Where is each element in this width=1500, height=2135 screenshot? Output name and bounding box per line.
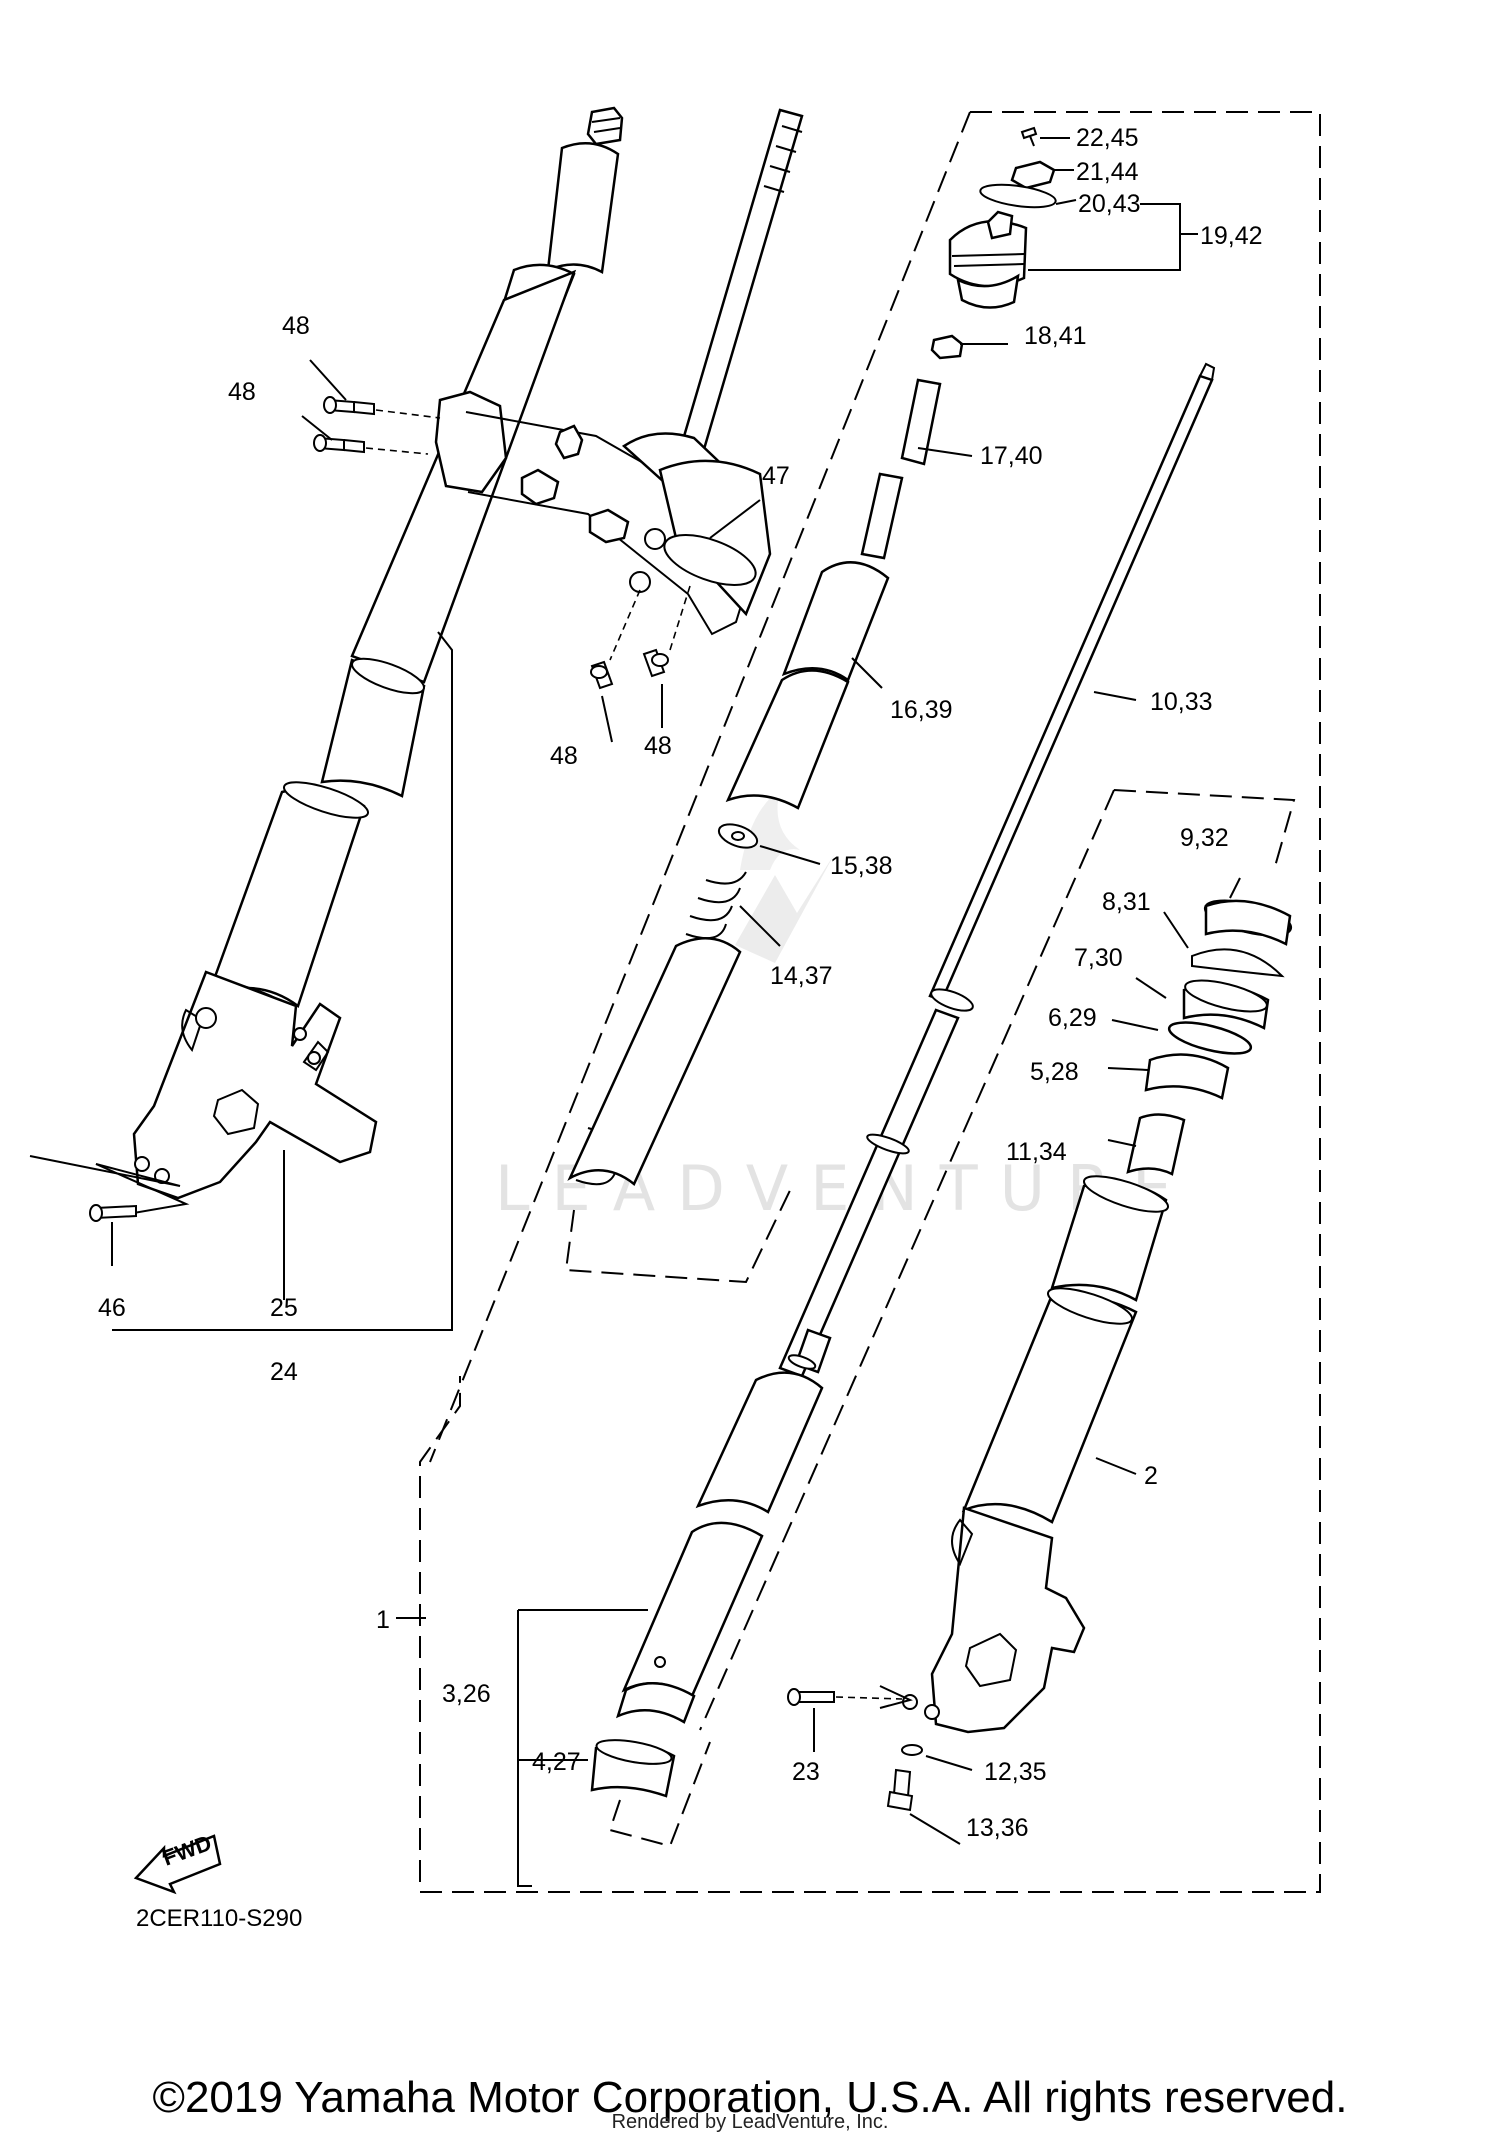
callout-21-44: 21,44: [1076, 158, 1139, 186]
callout-12-35: 12,35: [984, 1758, 1047, 1786]
callout-8-31: 8,31: [1102, 888, 1151, 916]
callout-23: 23: [792, 1758, 820, 1786]
outer-tube-parts: [699, 789, 1296, 1812]
callout-9-32: 9,32: [1180, 824, 1229, 852]
callout-15-38: 15,38: [830, 852, 893, 880]
copyright-footer: ©2019 Yamaha Motor Corporation, U.S.A. A…: [153, 2073, 1348, 2122]
render-credit: Rendered by LeadVenture, Inc.: [612, 2111, 889, 2133]
callout-14-37: 14,37: [770, 962, 833, 990]
leader-lines: [111, 137, 1241, 1887]
callout-47: 47: [762, 462, 790, 490]
callout-10-33: 10,33: [1150, 688, 1213, 716]
callout-3-26: 3,26: [442, 1680, 491, 1708]
inner-cartridge-parts: [419, 111, 1321, 1893]
fork-assembly-left: [29, 106, 804, 1217]
callout-1: 1: [376, 1606, 390, 1634]
callout-46: 46: [98, 1294, 126, 1322]
callout-13-36: 13,36: [966, 1814, 1029, 1842]
callout-4-27: 4,27: [532, 1748, 581, 1776]
diagram-code: 2CER110-S290: [136, 1905, 302, 1932]
callout-20-43: 20,43: [1078, 190, 1141, 218]
callout-48-b: 48: [228, 378, 256, 406]
callout-19-42: 19,42: [1200, 222, 1263, 250]
callout-5-28: 5,28: [1030, 1058, 1079, 1086]
callout-48-d: 48: [644, 732, 672, 760]
callout-16-39: 16,39: [890, 696, 953, 724]
callout-22-45: 22,45: [1076, 124, 1139, 152]
callout-25: 25: [270, 1294, 298, 1322]
fwd-arrow-icon: FWD: [133, 1830, 222, 1895]
callout-6-29: 6,29: [1048, 1004, 1097, 1032]
callout-24: 24: [270, 1358, 298, 1386]
pinch-bolts: [89, 396, 691, 1222]
callout-7-30: 7,30: [1074, 944, 1123, 972]
callout-17-40: 17,40: [980, 442, 1043, 470]
callout-2: 2: [1144, 1462, 1158, 1490]
callout-48-a: 48: [282, 312, 310, 340]
callout-11-34: 11,34: [1006, 1138, 1067, 1166]
callout-48-c: 48: [550, 742, 578, 770]
callout-labels: 22,45 21,44 20,43 19,42 18,41 17,40 47 4…: [98, 124, 1263, 1842]
callout-18-41: 18,41: [1024, 322, 1087, 350]
